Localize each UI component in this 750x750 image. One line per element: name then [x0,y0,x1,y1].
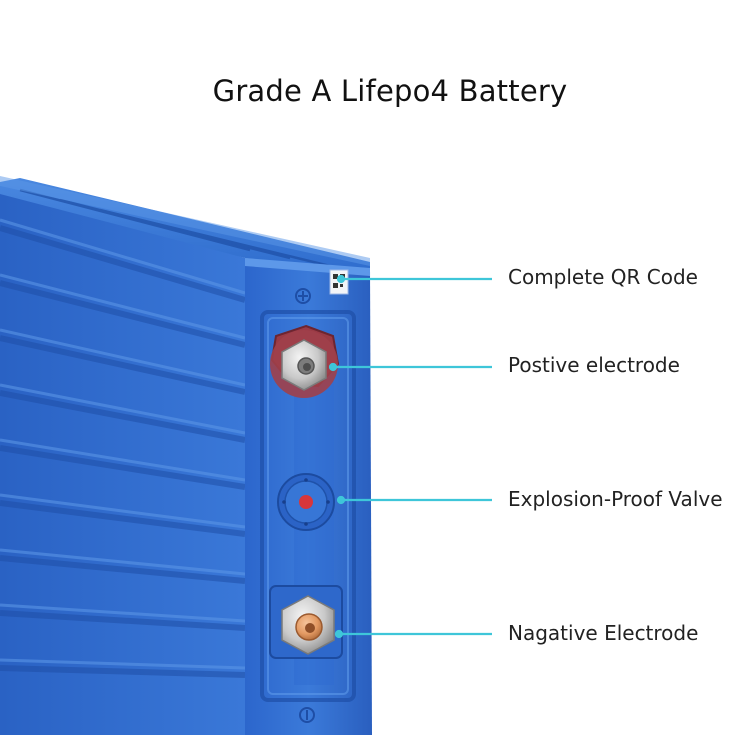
negative-terminal [269,585,343,659]
valve-leader-line [336,495,492,505]
qr-code-leader-line [336,274,492,284]
callout-positive-electrode: Postive electrode [508,353,680,377]
callout-explosion-proof-valve: Explosion-Proof Valve [508,487,723,511]
positive-electrode-leader-line [328,362,492,372]
explosion-proof-valve [277,473,335,531]
positive-terminal [270,324,340,398]
callout-qr-code: Complete QR Code [508,265,698,289]
battery-side-body [0,182,246,735]
callout-negative-electrode: Nagative Electrode [508,621,699,645]
page-title: Grade A Lifepo4 Battery [212,74,568,108]
leader-lines [328,274,492,639]
battery-top-face [0,176,370,275]
negative-electrode-leader-line [334,629,492,639]
